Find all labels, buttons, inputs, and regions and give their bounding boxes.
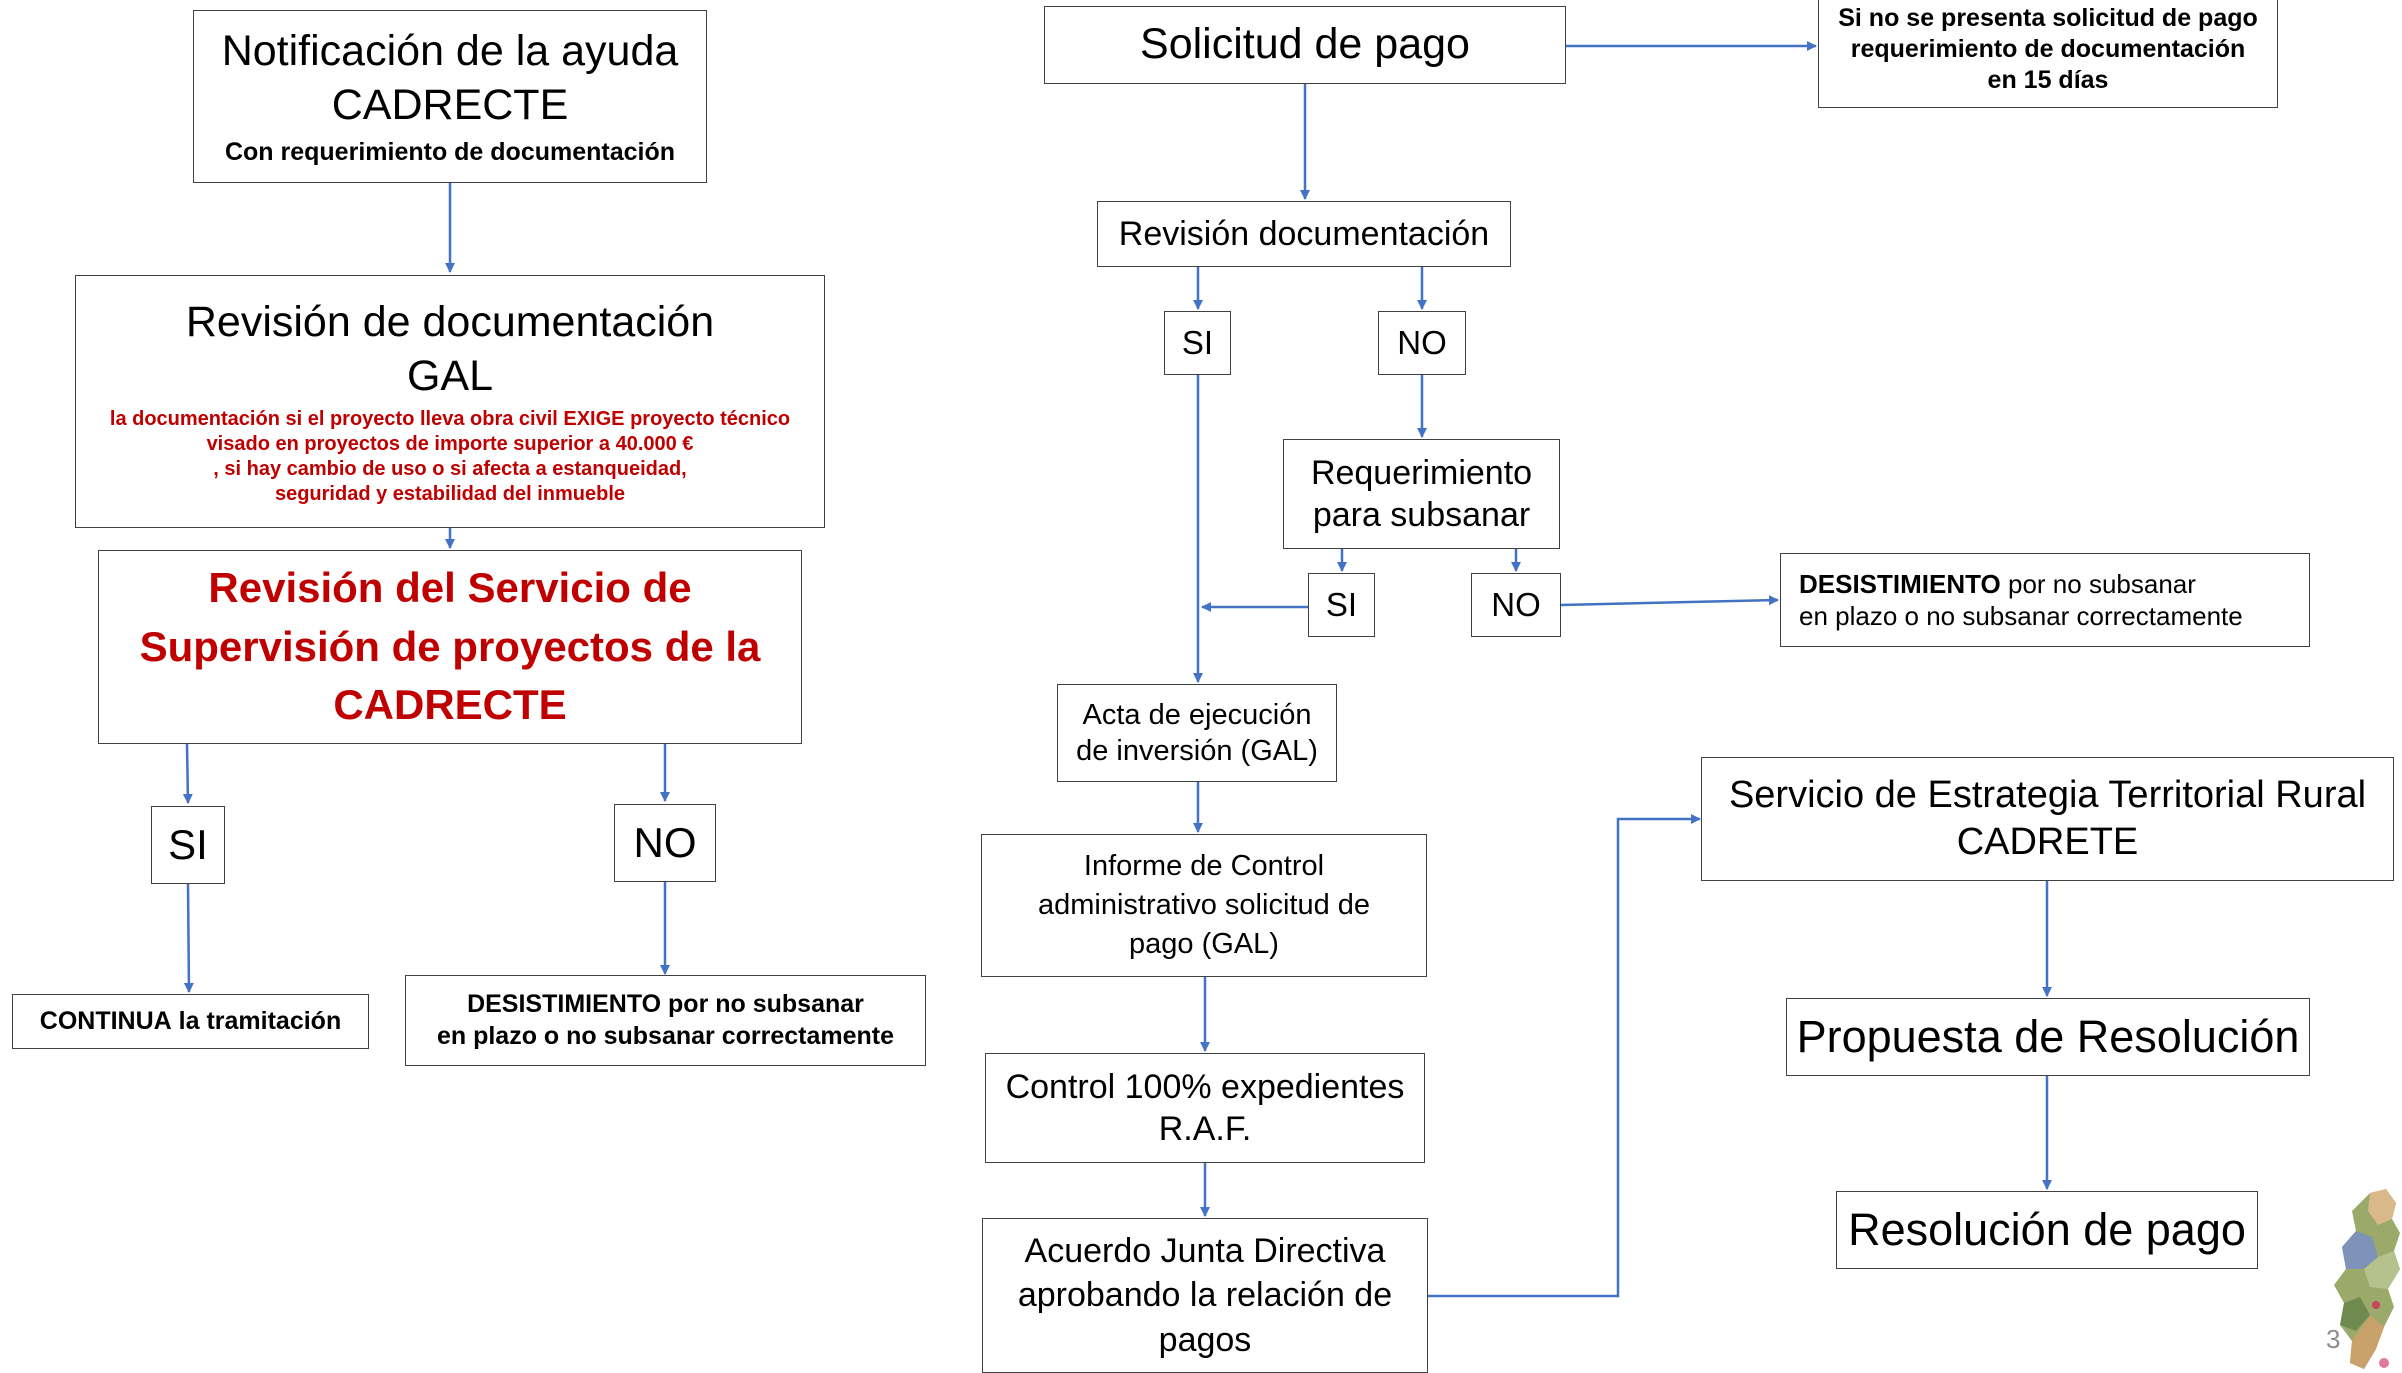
acuerdo-line1: Acuerdo Junta Directiva [1024,1232,1386,1271]
resolucion-label: Resolución de pago [1848,1203,2246,1255]
acta-box: Acta de ejecución de inversión (GAL) [1057,684,1337,782]
left-desistimiento-box: DESISTIMIENTO por no subsanar en plazo o… [405,975,926,1066]
informe-line1: Informe de Control [1083,849,1325,882]
page-number: 3 [2326,1324,2341,1354]
right-desistimiento-box: DESISTIMIENTO por no subsanar en plazo o… [1780,553,2310,647]
revision-servicio-line1: Revisión del Servicio de [208,563,692,611]
right-no2-label: NO [1491,586,1541,624]
acuerdo-box: Acuerdo Junta Directiva aprobando la rel… [982,1218,1428,1373]
revision-gal-line2: GAL [406,351,494,400]
requerimiento-line1: Requerimiento [1310,453,1533,492]
right-no2-box: NO [1471,573,1561,637]
servicio-estrategia-box: Servicio de Estrategia Territorial Rural… [1701,757,2394,881]
right-no1-box: NO [1378,311,1466,375]
servicio-line1: Servicio de Estrategia Territorial Rural [1728,773,2367,816]
acuerdo-line3: pagos [1158,1320,1252,1359]
notificacion-box: Notificación de la ayuda CADRECTE Con re… [193,10,707,183]
right-desistimiento-rest: por no subsanar [2000,568,2196,599]
revision-gal-line1: Revisión de documentación [185,297,715,346]
informe-line2: administrativo solicitud de [1037,888,1371,921]
right-desistimiento-line1: DESISTIMIENTO por no subsanar [1799,568,2196,601]
left-si-label: SI [168,820,208,868]
left-si-box: SI [151,806,225,884]
revision-servicio-line3: CADRECTE [333,681,567,729]
revision-gal-box: Revisión de documentación GAL la documen… [75,275,825,528]
acta-line2: de inversión (GAL) [1076,735,1318,767]
no-presenta-line3: en 15 días [1987,66,2109,95]
acuerdo-line2: aprobando la relación de [1017,1276,1393,1315]
notificacion-line1: Notificación de la ayuda [221,27,679,76]
revision-servicio-line2: Supervisión de proyectos de la [139,622,761,670]
control-line1: Control 100% expedientes [1005,1067,1405,1106]
right-si1-label: SI [1181,324,1214,362]
propuesta-label: Propuesta de Resolución [1796,1010,2300,1062]
right-si2-label: SI [1325,586,1358,624]
right-desistimiento-bold: DESISTIMIENTO [1799,568,2001,599]
revision-gal-note2: visado en proyectos de importe superior … [206,433,694,456]
notificacion-line2: CADRECTE [331,80,569,129]
left-no-box: NO [614,804,716,882]
solicitud-label: Solicitud de pago [1140,20,1470,69]
revision-doc-label: Revisión documentación [1118,214,1490,253]
no-presenta-box: Si no se presenta solicitud de pago requ… [1818,0,2278,108]
continua-rest: la tramitación [171,1006,342,1035]
revision-servicio-box: Revisión del Servicio de Supervisión de … [98,550,802,744]
right-no1-label: NO [1397,324,1447,362]
no-presenta-line1: Si no se presenta solicitud de pago [1838,3,2258,32]
continua-box: CONTINUA la tramitación [12,994,369,1049]
control-line2: R.A.F. [1158,1110,1252,1148]
right-si1-box: SI [1164,311,1231,375]
arrow-no2-to-desistimiento [1560,595,1779,607]
solicitud-box: Solicitud de pago [1044,6,1566,84]
acta-line1: Acta de ejecución [1082,698,1312,731]
right-si2-box: SI [1308,573,1375,637]
notificacion-line3: Con requerimiento de documentación [224,137,676,166]
revision-gal-note3: , si hay cambio de uso o si afecta a est… [213,458,687,481]
requerimiento-line2: para subsanar [1312,496,1531,534]
no-presenta-line2: requerimiento de documentación [1850,34,2246,63]
servicio-line2: CADRETE [1956,821,2139,863]
informe-box: Informe de Control administrativo solici… [981,834,1427,977]
left-no-label: NO [633,818,697,866]
map-logo-icon [2334,1189,2400,1369]
control-box: Control 100% expedientes R.A.F. [985,1053,1425,1163]
arrow-si-to-continua [183,883,194,993]
arrow-servicio-to-si [182,743,193,804]
left-desistimiento-line2: en plazo o no subsanar correctamente [436,1021,895,1050]
revision-doc-box: Revisión documentación [1097,201,1511,267]
continua-bold: CONTINUA [39,1006,172,1035]
resolucion-box: Resolución de pago [1836,1191,2258,1269]
revision-gal-note1: la documentación si el proyecto lleva ob… [109,408,791,431]
informe-line3: pago (GAL) [1129,928,1279,961]
right-desistimiento-line2: en plazo o no subsanar correctamente [1799,601,2243,631]
requerimiento-box: Requerimiento para subsanar [1283,439,1560,549]
arrow-acuerdo-to-servicio [1428,814,1701,1298]
revision-gal-note4: seguridad y estabilidad del inmueble [274,483,626,506]
left-desistimiento-line1: DESISTIMIENTO por no subsanar [467,990,864,1019]
propuesta-box: Propuesta de Resolución [1786,998,2310,1076]
